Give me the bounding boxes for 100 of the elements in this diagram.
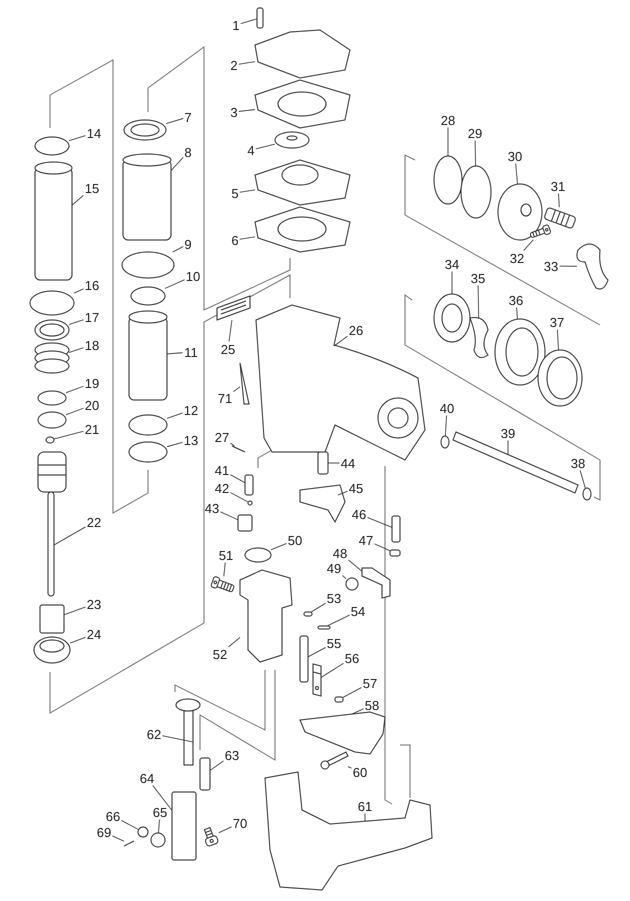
cam-drawing: [470, 317, 488, 358]
callout-number: 20: [84, 398, 100, 412]
leader-line: [228, 637, 240, 648]
ring-drawing: [124, 120, 166, 140]
callout-number: 19: [84, 376, 100, 390]
callout-number: 15: [84, 180, 100, 196]
pin-drawing: [124, 840, 134, 846]
leader-line: [238, 109, 256, 112]
o-ring-drawing: [122, 252, 174, 278]
leader-line: [348, 766, 352, 769]
leader-line: [474, 140, 476, 166]
callout-number: 63: [224, 748, 240, 762]
callout-number: 44: [340, 456, 356, 470]
callout-number: 50: [286, 532, 304, 548]
pin-drawing: [304, 612, 312, 616]
wedge-drawing: [240, 362, 250, 404]
callout-number: 45: [348, 480, 364, 496]
spring-drawing: [392, 516, 400, 542]
callout-number: 64: [138, 770, 156, 786]
plate-spring-drawing: [312, 663, 322, 697]
callout-number: 43: [204, 500, 220, 516]
callout-number: 9: [183, 236, 193, 252]
callout-number: 30: [506, 148, 524, 164]
leader-line: [170, 156, 184, 172]
leader-line: [166, 118, 184, 124]
callout-number: 10: [184, 268, 202, 284]
leader-line: [308, 647, 326, 658]
trigger-drawing: [300, 484, 346, 524]
leader-line: [68, 347, 84, 353]
pin-drawing: [232, 446, 246, 452]
leader-line: [172, 246, 184, 252]
leader-line: [158, 819, 160, 834]
leader-line: [515, 163, 518, 184]
leader-line: [328, 462, 340, 464]
leader-line: [166, 352, 183, 354]
leader-line: [255, 144, 276, 150]
ring-drawing: [34, 320, 70, 340]
screw-drawing: [390, 550, 400, 556]
callout-number: 70: [232, 816, 248, 830]
callout-number: 52: [212, 646, 228, 662]
leader-line: [210, 760, 224, 771]
leader-line: [240, 18, 258, 24]
leader-line: [270, 543, 287, 550]
cylinder-drawing: [128, 310, 168, 400]
callout-number: 51: [218, 548, 234, 562]
leader-line: [478, 285, 480, 318]
callout-number: 56: [344, 650, 360, 666]
leader-line: [164, 279, 185, 289]
driver-guide-drawing: [240, 569, 293, 663]
callout-number: 32: [508, 250, 526, 266]
screw-drawing: [334, 696, 344, 702]
leader-line: [68, 319, 84, 325]
callout-number: 38: [570, 456, 586, 470]
leader-line: [68, 135, 86, 142]
callout-number: 4: [246, 142, 256, 158]
leader-line: [310, 602, 326, 612]
callout-number: 7: [183, 110, 193, 124]
leader-line: [230, 442, 235, 446]
callout-number: 42: [214, 480, 230, 496]
callout-number: 55: [326, 636, 342, 650]
callout-number: 14: [86, 126, 102, 140]
callout-number: 17: [84, 310, 100, 324]
spring-drawing: [200, 758, 210, 790]
callout-number: 57: [362, 676, 378, 690]
leader-line: [342, 575, 346, 580]
callout-number: 21: [84, 422, 100, 436]
o-ring-drawing: [34, 136, 70, 156]
leader-line: [557, 329, 559, 350]
callout-number: 12: [182, 402, 200, 418]
leader-line: [166, 412, 183, 419]
callout-number: 22: [86, 514, 102, 530]
o-ring-drawing: [30, 290, 74, 316]
callout-number: 2: [229, 58, 239, 72]
callout-number: 47: [358, 532, 374, 548]
leader-line: [218, 826, 232, 834]
callout-number: 26: [348, 322, 364, 338]
leader-line: [352, 708, 364, 714]
callout-number: 23: [86, 596, 102, 612]
callout-number: 28: [440, 112, 456, 128]
valve-drawing: [238, 514, 252, 532]
o-ring-drawing: [582, 488, 592, 500]
gasket-drawing: [254, 206, 351, 253]
callout-number: 27: [214, 430, 230, 444]
piston-drawing: [38, 452, 66, 596]
leader-line: [320, 662, 344, 678]
callout-number: 37: [548, 314, 566, 330]
callout-number: 40: [438, 400, 456, 416]
o-ring-drawing: [128, 414, 168, 436]
bracket-drawing: [362, 568, 390, 599]
callout-number: 54: [350, 604, 366, 618]
spring-drawing: [318, 452, 328, 474]
callout-number: 33: [542, 258, 560, 274]
housing-drawing: [256, 304, 426, 460]
o-ring-drawing: [460, 166, 492, 218]
leader-line: [559, 266, 578, 267]
leader-line: [558, 193, 560, 208]
o-ring-drawing: [128, 442, 168, 462]
rod-drawing: [300, 636, 308, 682]
callout-number: 3: [229, 104, 239, 120]
leader-line: [70, 636, 86, 644]
